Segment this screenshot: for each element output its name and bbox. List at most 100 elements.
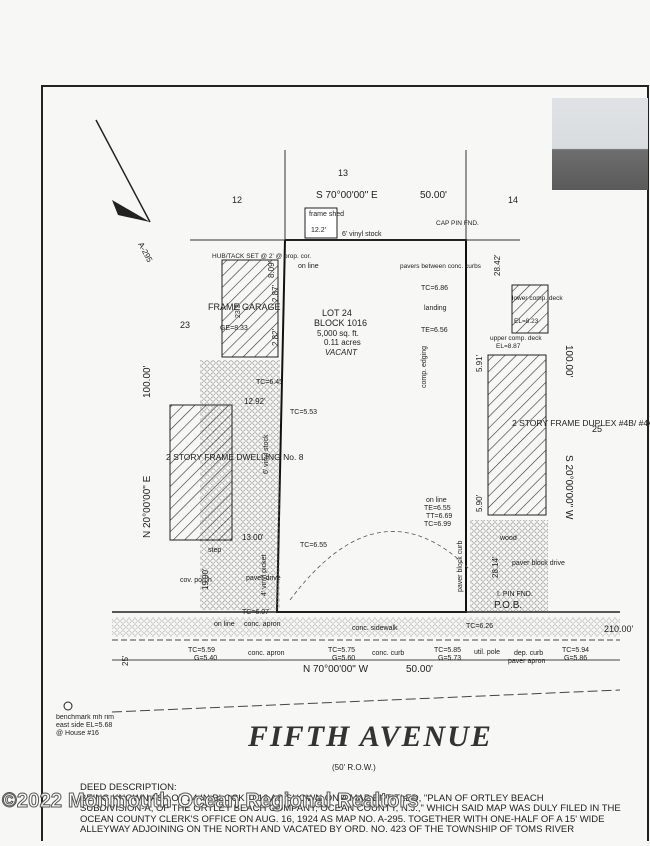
tc-645: TC=6.45 [256,379,283,386]
on-line-1: on line [214,621,235,628]
vinyl-stock-north: 6' vinyl stock [342,231,382,238]
g-586: G=5.86 [564,655,587,662]
dim-5-90: 5.90' [475,494,484,512]
dim-12-92: 12.92' [244,397,266,406]
dwelling-label: 2 STORY FRAME DWELLING No. 8 [166,452,304,462]
tc-559: TC=5.59 [188,647,215,654]
paver-drive: paver drive [246,575,281,582]
east-distance: 100.00' [563,345,574,378]
garage-ge: GE=8.33 [220,325,248,332]
house-photo [552,98,648,190]
te-655: TE=6.55 [424,505,451,512]
duplex-right [487,354,547,516]
duplex-label: 2 STORY FRAME DUPLEX #4B/ #4A [512,418,650,428]
deed-line-4: ALLEYWAY ADJOINING ON THE NORTH AND VACA… [80,824,575,835]
vinyl-picket: 4' vinyl picket [261,555,268,596]
dim-28-42: 28.42' [493,254,502,276]
dim-5-91: 5.91' [475,354,484,372]
block-label: BLOCK 1016 [314,318,367,328]
south-distance: 50.00' [406,664,433,675]
lower-deck-label: lower comp. deck [512,295,563,302]
shed-label: frame shed [309,211,344,218]
dim-19-90: 19.90' [201,568,210,590]
g-560: G=5.60 [332,655,355,662]
lot-status: VACANT [325,348,358,357]
tc-699: TC=6.99 [424,521,451,528]
on-line-2: on line [426,497,447,504]
shed [304,207,338,239]
cap-pin: CAP PIN FND. [436,220,479,227]
upper-deck-el: EL=8.87 [496,343,521,350]
tc-594: TC=5.94 [562,647,589,654]
dim-2-87: 2.87' [271,284,280,302]
g-540: G=5.40 [194,655,217,662]
sidewalk [112,617,620,637]
paver-block-curb: paver block curb [457,541,464,592]
drive-line [289,531,471,601]
dim-23-3: 23.3' [235,303,242,318]
tc-655: TC=6.55 [300,542,327,549]
hub-tack: HUB/TACK SET @ 2' @ prop. cor. [212,253,311,260]
conc-apron-2: conc. apron [248,650,285,657]
pavers-between: pavers between conc. curbs [400,263,482,270]
lot-23: 23 [180,320,190,330]
pavers-right [470,520,548,612]
deed-line-3: OCEAN COUNTY CLERK'S OFFICE ON AUG. 16, … [80,813,605,825]
deed-heading: DEED DESCRIPTION: [80,783,177,793]
paver-apron: paver apron [508,658,545,665]
tax-map-ref: A-295 [136,241,154,265]
north-distance: 50.00' [420,190,447,201]
lot-12: 12 [232,195,242,205]
tc-626: TC=6.26 [466,623,493,630]
vinyl-stock-west: 6' vinyl stock [263,434,270,474]
lot-25: 25 [592,424,602,434]
pob: P.O.B. [494,600,522,611]
pavers-left [200,360,280,610]
tt-669: TT=6.69 [426,513,452,520]
tc-607: TC=6.07 [242,609,269,616]
lower-deck-el: EL=8.23 [514,318,539,325]
te-656: TE=6.56 [421,327,448,334]
landing-label: landing [424,305,447,312]
dim-2-82: 2.82' [271,328,280,346]
area-sqft: 5,000 sq. ft. [317,329,359,338]
wood-label: wood [499,535,517,542]
benchmark-icon [63,701,73,711]
cov-porch: cov. porch [180,577,212,584]
lot-13: 13 [338,168,348,178]
dim-13-00: 13.00' [242,533,264,542]
garage [221,259,279,358]
benchmark-text: benchmark mh rim east side EL=5.68 @ Hou… [56,714,114,737]
deed-line-2: SUBDIVISION-A, OF THE ORTLEY BEACH COMPA… [80,803,621,814]
lot-label: LOT 24 [322,308,352,318]
copyright-watermark: ©2022 Monmouth Ocean Regional Realtors [2,790,420,813]
west-distance: 100.00' [142,365,153,398]
on-line-3: on line [298,263,319,270]
lot-14: 14 [508,195,518,205]
sidewalk-label: conc. sidewalk [352,625,398,632]
sheet-border [41,85,649,846]
street-name: FIFTH AVENUE [247,720,493,753]
street-offset: 210.00' [604,624,634,634]
util-pole: util. pole [474,649,500,656]
benchmark-note: benchmark mh rim east side EL=5.68 @ Hou… [56,714,114,737]
east-bearing: S 20°00'00" W [563,455,574,520]
upper-deck-label: upper comp. deck [490,335,542,342]
step-label: step [208,547,221,554]
comp-edging: comp. edging [421,346,428,388]
north-bearing: S 70°00'00" E [316,190,378,201]
conc-apron-1: conc. apron [244,621,281,628]
tc-653: TC=5.53 [290,409,317,416]
deed-line-1: BEING KNOWN AS LOT 24 IN BLOCK 1016 AS S… [80,792,544,804]
tc-686: TC=6.86 [421,285,448,292]
paver-block-drive: paver block drive [512,560,565,567]
south-bearing: N 70°00'00" W [303,664,369,675]
dim-28-14: 28.14' [491,556,500,578]
lower-deck [511,284,549,334]
row-width: 25' [121,655,130,666]
g-573: G=5.73 [438,655,461,662]
deed-description: DEED DESCRIPTION: BEING KNOWN AS LOT 24 … [80,783,650,836]
pin-fnd: I. PIN FND. [497,591,533,598]
